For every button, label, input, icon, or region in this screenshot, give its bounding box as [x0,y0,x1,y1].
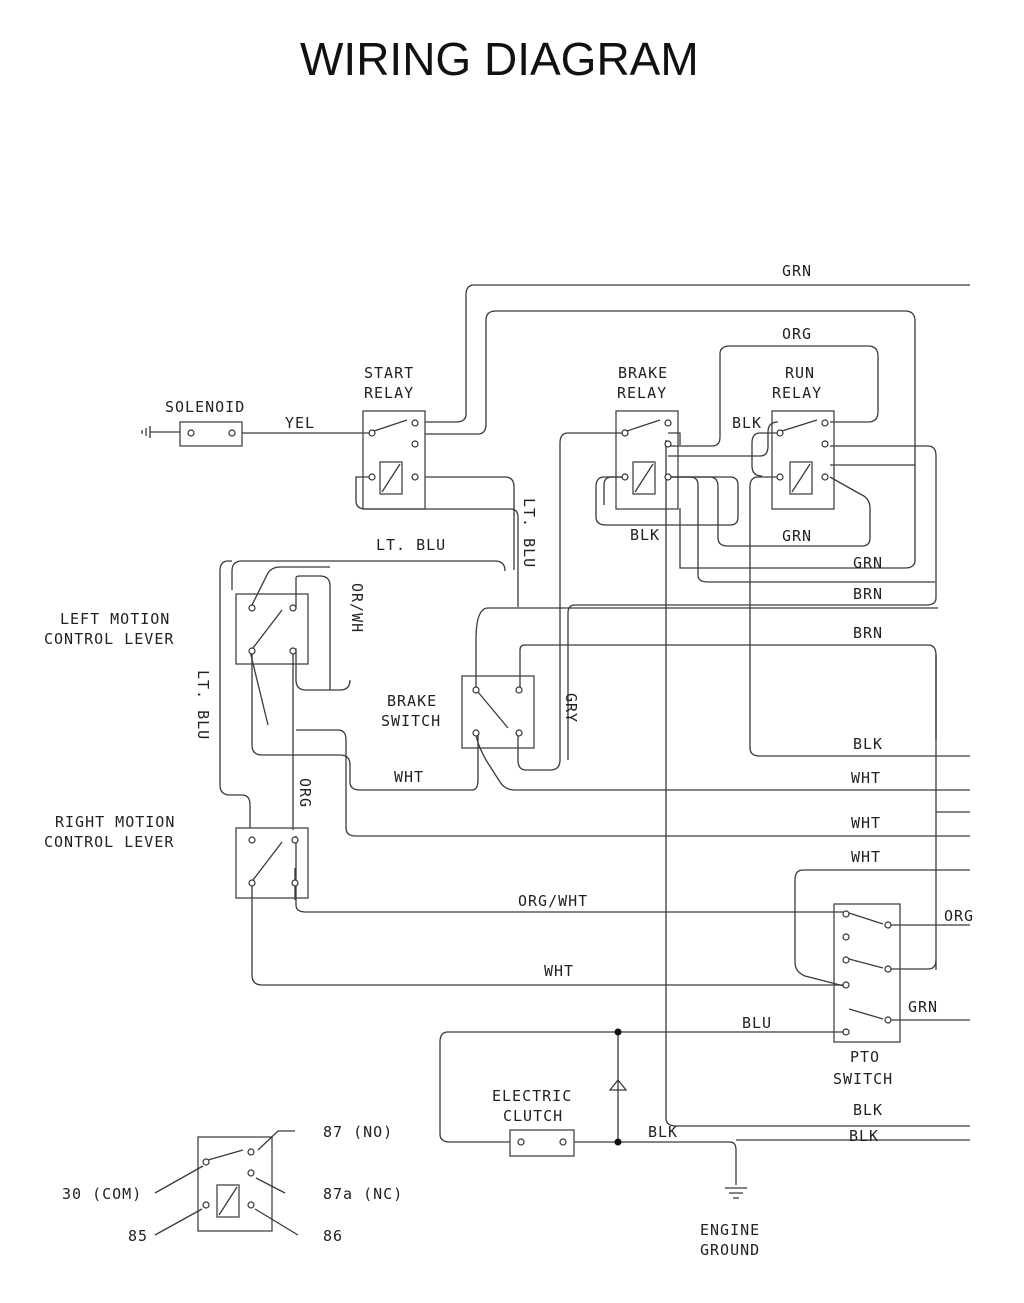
wire-label-grn-mid: GRN [782,527,812,545]
wire-label-yel: YEL [285,414,315,432]
legend-pin-87: 87 (NO) [323,1123,393,1141]
wire-label-grn-top: GRN [782,262,812,280]
page-title: WIRING DIAGRAM [300,33,699,85]
legend-pin-85: 85 [128,1227,148,1245]
wire-label-blk-run: BLK [732,414,762,432]
wire-label-wht-lower: WHT [544,962,574,980]
engine-ground-label-2: GROUND [700,1241,760,1259]
pto-switch-box [833,903,901,1043]
wire-label-blk-2: BLK [849,1127,879,1145]
solenoid-label: SOLENOID [165,398,245,416]
wire-label-blu: BLU [742,1014,772,1032]
wire-label-org-vert: ORG [296,778,314,808]
wire-label-wht-brake: WHT [394,768,424,786]
brake-relay-label-2: RELAY [617,384,667,402]
left-motion-label-2: CONTROL LEVER [44,630,174,648]
wire-label-org-pto: ORG [944,907,974,925]
labels: SOLENOID START RELAY BRAKE RELAY RUN REL… [44,262,974,1259]
wire-label-wht-2: WHT [851,814,881,832]
legend-pin-30: 30 (COM) [62,1185,142,1203]
components [154,410,901,1236]
right-motion-label-2: CONTROL LEVER [44,833,174,851]
wire-label-wht-3: WHT [851,848,881,866]
right-motion-lever-box [235,827,309,899]
wire-label-blk-1: BLK [853,1101,883,1119]
wire-label-gry: GRY [562,693,580,723]
legend-pin-87a: 87a (NC) [323,1185,403,1203]
run-relay-box [771,410,835,510]
wire-label-brn-1: BRN [853,585,883,603]
wire-label-or-wh: OR/WH [348,583,366,633]
right-motion-label-1: RIGHT MOTION [55,813,175,831]
brake-switch-label-2: SWITCH [381,712,441,730]
wire-label-org-wht: ORG/WHT [518,892,588,910]
electric-clutch-box [509,1129,575,1157]
wire-label-brn-2: BRN [853,624,883,642]
wire-label-grn-pto: GRN [908,998,938,1016]
left-motion-label-1: LEFT MOTION [60,610,170,628]
wires [141,284,970,1199]
electric-clutch-label-2: CLUTCH [503,1107,563,1125]
engine-ground-label-1: ENGINE [700,1221,760,1239]
brake-relay-box [615,410,679,510]
start-relay-label-1: START [364,364,414,382]
solenoid-box [179,421,243,447]
brake-switch-label-1: BRAKE [387,692,437,710]
wire-label-lt-blu-top: LT. BLU [376,536,446,554]
wire-label-wht-1: WHT [851,769,881,787]
pto-switch-label-2: SWITCH [833,1070,893,1088]
brake-relay-label-1: BRAKE [618,364,668,382]
legend-pin-86: 86 [323,1227,343,1245]
electric-clutch-label-1: ELECTRIC [492,1087,572,1105]
wire-label-lt-blu-left: LT. BLU [194,670,212,740]
run-relay-label-1: RUN [785,364,815,382]
wire-label-grn-right: GRN [853,554,883,572]
brake-switch-box [461,675,535,749]
wire-label-blk-clutch: BLK [648,1123,678,1141]
left-motion-lever-box [235,593,309,665]
run-relay-label-2: RELAY [772,384,822,402]
start-relay-label-2: RELAY [364,384,414,402]
wire-label-lt-blu-vert: LT. BLU [520,498,538,568]
relay-legend-box [197,1136,273,1232]
start-relay-box [362,410,426,510]
wire-label-org-top: ORG [782,325,812,343]
wire-label-blk-brake: BLK [630,526,660,544]
pto-switch-label-1: PTO [850,1048,880,1066]
wire-label-blk-right: BLK [853,735,883,753]
